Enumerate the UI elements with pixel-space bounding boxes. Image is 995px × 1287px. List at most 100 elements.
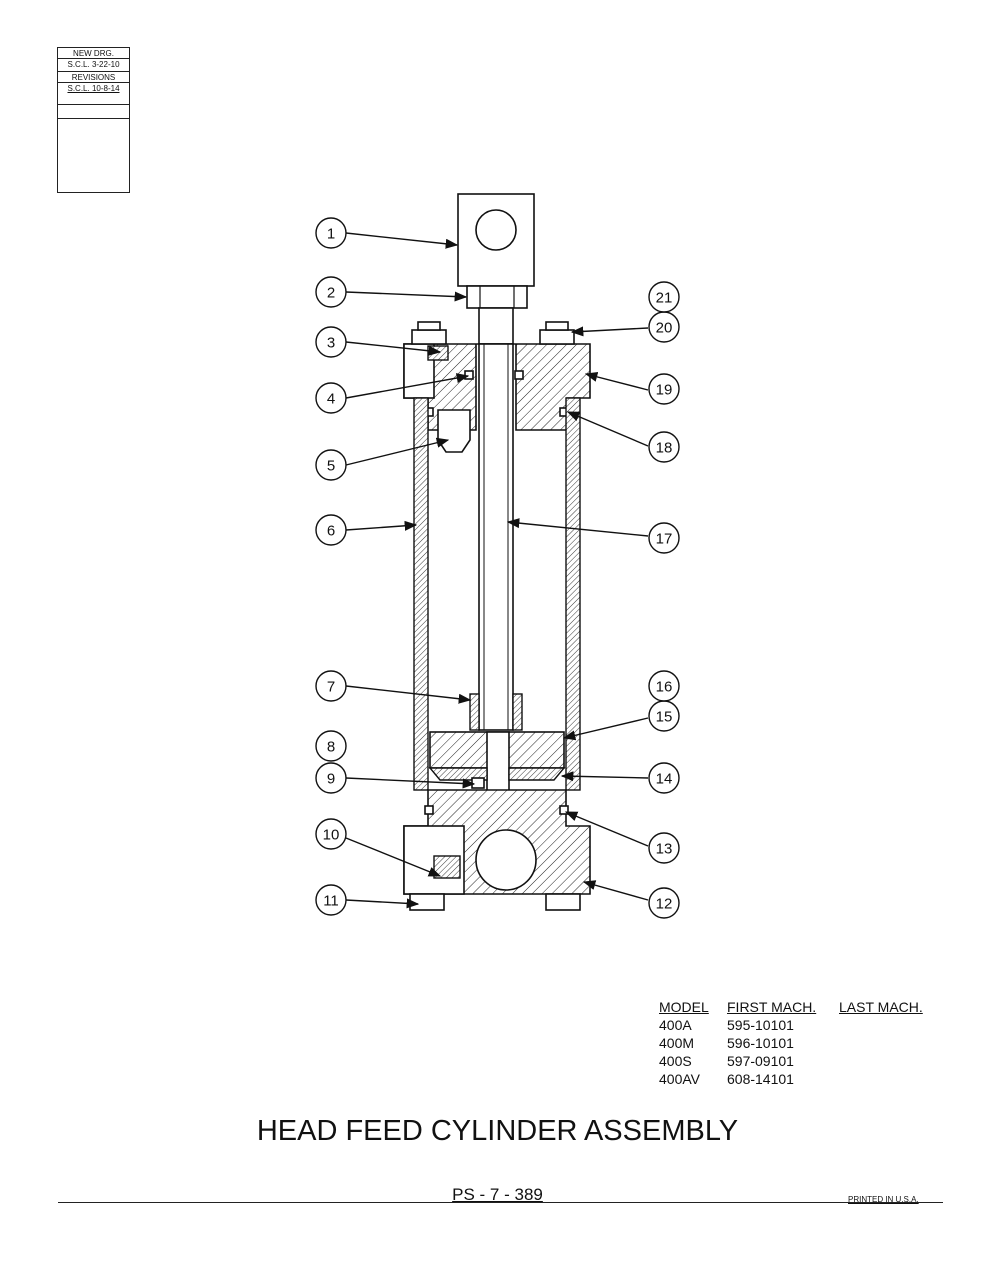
callout-label: 17 [656, 531, 673, 548]
leader-lines [345, 232, 649, 909]
callout-16: 16 [648, 670, 680, 702]
table-row: 400A 595-10101 [659, 1016, 949, 1034]
model-table: MODEL FIRST MACH. LAST MACH. 400A 595-10… [659, 998, 949, 1088]
rod-seal-left [464, 370, 474, 380]
spacer-right [512, 693, 523, 731]
callout-12: 12 [648, 887, 680, 919]
callout-label: 11 [323, 893, 339, 910]
callout-label: 16 [656, 679, 673, 696]
callout-21: 21 [648, 281, 680, 313]
model-table-header: MODEL FIRST MACH. LAST MACH. [659, 998, 949, 1016]
revision-divider [58, 118, 129, 119]
callout-4: 4 [315, 382, 347, 414]
bottom-clevis-hole [475, 829, 537, 891]
callout-label: 21 [656, 290, 673, 307]
callout-2: 2 [315, 276, 347, 308]
callout-15: 15 [648, 700, 680, 732]
callout-19: 19 [648, 373, 680, 405]
callout-5: 5 [315, 449, 347, 481]
callout-label: 19 [656, 382, 673, 399]
tie-rod-nut-bottom-left [409, 893, 445, 911]
callout-11: 11 [315, 884, 347, 916]
callout-13: 13 [648, 832, 680, 864]
port-fitting [437, 409, 471, 453]
tie-rod-nut-top-right [539, 329, 575, 345]
tie-rod-nut-top-left [411, 329, 447, 345]
tie-rod-nut-bottom-right [545, 893, 581, 911]
printed-in-usa: PRINTED IN U.S.A. [848, 1195, 919, 1204]
callout-label: 10 [323, 827, 340, 844]
jam-nut [466, 285, 528, 309]
revision-block: NEW DRG. S.C.L. 3-22-10 REVISIONS S.C.L.… [57, 47, 130, 193]
tie-rod-end-top-left [417, 321, 441, 331]
header-last-mach: LAST MACH. [839, 999, 923, 1015]
rod-stub [478, 307, 514, 345]
first-mach-cell: 595-10101 [727, 1017, 794, 1033]
callout-label: 1 [327, 226, 335, 243]
callout-9: 9 [315, 762, 347, 794]
header-first-mach: FIRST MACH. [727, 999, 817, 1015]
revisions-label: REVISIONS [58, 71, 129, 82]
callout-20: 20 [648, 311, 680, 343]
callout-label: 13 [656, 841, 673, 858]
table-row: 400M 596-10101 [659, 1034, 949, 1052]
callout-label: 6 [327, 523, 335, 540]
callout-label: 3 [327, 335, 335, 352]
callout-label: 14 [656, 771, 673, 788]
clevis-hole [475, 209, 517, 251]
page-number: PS - 7 - 389 [452, 1185, 543, 1204]
header-model: MODEL [659, 999, 709, 1015]
callout-label: 9 [327, 771, 335, 788]
callout-label: 20 [656, 320, 673, 337]
piston-nut [471, 777, 485, 789]
cup-seal-left [428, 767, 488, 781]
model-cell: 400A [659, 1017, 692, 1033]
model-cell: 400S [659, 1053, 692, 1069]
callout-6: 6 [315, 514, 347, 546]
rod-seal-right [514, 370, 524, 380]
callout-14: 14 [648, 762, 680, 794]
spacer-left [469, 693, 480, 731]
revision-entry: S.C.L. 10-8-14 [58, 82, 129, 93]
callout-label: 8 [327, 739, 335, 756]
callout-17: 17 [648, 522, 680, 554]
last-mach-cell [839, 1016, 949, 1034]
cup-seal-right [508, 767, 566, 781]
revision-divider [58, 104, 129, 105]
callout-18: 18 [648, 431, 680, 463]
oring-bottom-left [424, 805, 434, 815]
table-row: 400AV 608-14101 [659, 1070, 949, 1088]
first-mach-cell: 596-10101 [727, 1035, 794, 1051]
first-mach-cell: 597-09101 [727, 1053, 794, 1069]
bottom-rule [58, 1202, 943, 1203]
last-mach-cell [839, 1034, 949, 1052]
callout-label: 5 [327, 458, 335, 475]
tie-rod-end-top-right [545, 321, 569, 331]
callout-label: 15 [656, 709, 673, 726]
first-mach-cell: 608-14101 [727, 1071, 794, 1087]
callout-label: 18 [656, 440, 673, 457]
table-row: 400S 597-09101 [659, 1052, 949, 1070]
callout-3: 3 [315, 326, 347, 358]
model-cell: 400M [659, 1035, 695, 1051]
new-drawing-date: S.C.L. 3-22-10 [58, 58, 129, 69]
piston-rod [478, 343, 514, 731]
tube-wall-left [413, 397, 429, 791]
callout-7: 7 [315, 670, 347, 702]
last-mach-cell [839, 1052, 949, 1070]
callout-1: 1 [315, 217, 347, 249]
fitting-3 [427, 345, 449, 361]
new-drawing-label: NEW DRG. [58, 47, 129, 58]
callout-10: 10 [315, 818, 347, 850]
last-mach-cell [839, 1070, 949, 1088]
oring-bottom-right [559, 805, 569, 815]
tube-wall-right [565, 397, 581, 791]
model-cell: 400AV [659, 1071, 700, 1087]
callout-8: 8 [315, 730, 347, 762]
callout-label: 2 [327, 285, 335, 302]
callout-label: 12 [656, 896, 673, 913]
callout-label: 7 [327, 679, 335, 696]
